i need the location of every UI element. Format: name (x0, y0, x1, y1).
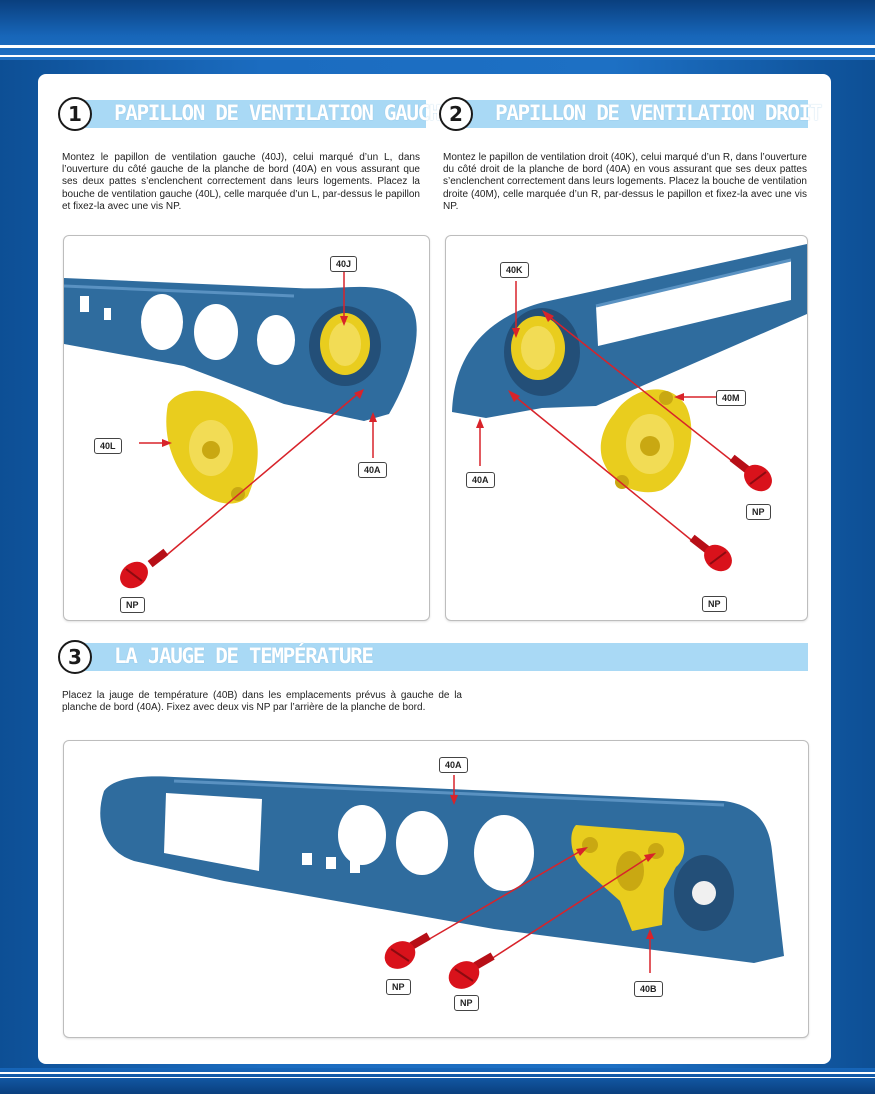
dashboard-slot-2 (326, 857, 336, 869)
instruction-panel: 1 PAPILLON DE VENTILATION GAUCHE Montez … (38, 74, 831, 1064)
arrow-screw-path-1 (425, 848, 585, 942)
top-stripe-thin (0, 55, 875, 57)
step-2-bar (461, 100, 808, 128)
gauge-hole-2 (194, 304, 238, 360)
label-np-2: NP (702, 596, 727, 612)
dashboard-slot-2 (104, 308, 111, 320)
step-3-header: 3 LA JAUGE DE TEMPÉRATURE (58, 640, 808, 674)
gauge-hole-3 (474, 815, 534, 891)
gauge-40b-tube (616, 851, 644, 891)
screw-np-2 (448, 952, 495, 989)
step-3-bar (80, 643, 808, 671)
step-1-bar (80, 100, 426, 128)
gauge-hole-1 (141, 294, 183, 350)
bottom-stripe-thin (0, 1077, 875, 1078)
step-3-title: LA JAUGE DE TEMPÉRATURE (114, 644, 374, 668)
screw-np-1 (729, 454, 772, 492)
screw-np-1 (384, 932, 431, 969)
screw-np (120, 548, 169, 589)
step-2-text: Montez le papillon de ventilation droit … (443, 152, 807, 212)
dashboard-window (164, 793, 262, 871)
flap-40j-highlight (329, 322, 361, 366)
label-np-2: NP (454, 995, 479, 1011)
step-1-figure: 40J 40L 40A NP (63, 235, 430, 621)
dashboard-edge (64, 284, 295, 298)
step-3-text: Placez la jauge de température (40B) dan… (62, 690, 462, 714)
dashboard-slot-1 (80, 296, 89, 312)
step-2-figure: 40K 40M 40A NP NP (445, 235, 808, 621)
vent-hub (692, 881, 716, 905)
vent-40m-hub (640, 436, 660, 456)
arrow-screw-path (161, 391, 361, 560)
gauge-hole-1 (338, 805, 386, 865)
vent-40m-screw-hole-1 (659, 391, 673, 405)
top-band (0, 0, 875, 60)
label-40j: 40J (330, 256, 358, 272)
step-2-illustration (452, 244, 807, 572)
step-3-figure: 40A NP NP 40B (63, 740, 809, 1038)
bottom-stripe (0, 1072, 875, 1074)
top-stripe (0, 45, 875, 48)
label-40b: 40B (634, 981, 663, 997)
dashboard-edge (173, 779, 725, 807)
label-40k: 40K (500, 262, 529, 278)
dashboard-slot-3 (350, 861, 360, 873)
vent-40l-hub (202, 441, 220, 459)
step-1-illustration (64, 266, 417, 589)
label-np-1: NP (386, 979, 411, 995)
dashboard-40a (100, 776, 784, 963)
arrow-screw-path-2 (511, 393, 707, 553)
label-40a: 40A (466, 472, 495, 488)
label-40l: 40L (94, 438, 122, 454)
step-3-number: 3 (58, 640, 92, 674)
label-np: NP (120, 597, 145, 613)
flap-40k-highlight (521, 326, 555, 370)
gauge-hole-3 (257, 315, 295, 365)
step-1-text: Montez le papillon de ventilation gauche… (62, 152, 420, 212)
step-2-number: 2 (439, 97, 473, 131)
label-40a: 40A (439, 757, 468, 773)
step-3-illustration (100, 775, 784, 989)
arrow-screw-path-2 (487, 854, 653, 962)
label-np-1: NP (746, 504, 771, 520)
label-40m: 40M (716, 390, 746, 406)
step-1-header: 1 PAPILLON DE VENTILATION GAUCHE (58, 97, 453, 131)
label-40a: 40A (358, 462, 387, 478)
gauge-hole-2 (396, 811, 448, 875)
step-1-number: 1 (58, 97, 92, 131)
step-2-header: 2 PAPILLON DE VENTILATION DROIT (439, 97, 822, 131)
step-1-title: PAPILLON DE VENTILATION GAUCHE (114, 101, 453, 125)
dashboard-edge (595, 258, 792, 308)
dashboard-slot-1 (302, 853, 312, 865)
step-2-title: PAPILLON DE VENTILATION DROIT (495, 101, 822, 125)
arrow-screw-path-1 (545, 313, 747, 473)
dashboard-window (596, 260, 791, 346)
screw-np-2 (689, 534, 732, 572)
